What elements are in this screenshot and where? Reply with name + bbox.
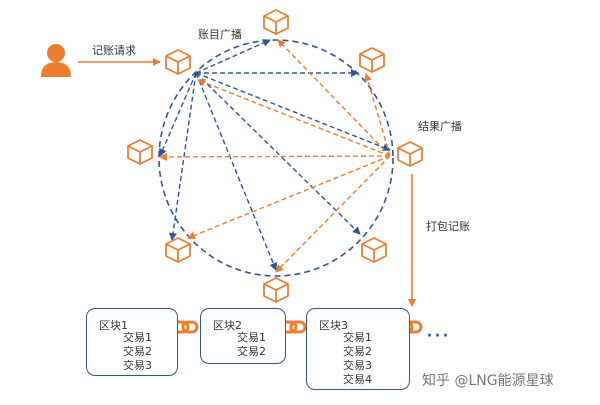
transaction-item: 交易2 xyxy=(123,345,152,358)
node-cube-icon xyxy=(165,237,191,263)
result-broadcast-label: 结果广播 xyxy=(418,120,462,133)
node-cube-icon xyxy=(263,9,289,35)
transaction-item: 交易2 xyxy=(237,345,266,358)
block-title: 区块3 xyxy=(319,319,348,332)
node-cube-icon xyxy=(359,47,385,73)
result-broadcast-arrows xyxy=(159,39,391,273)
transaction-item: 交易1 xyxy=(123,331,152,344)
node-cube-icon xyxy=(165,49,191,75)
block-1: 区块1 交易1 交易2 交易3 xyxy=(86,308,178,376)
transaction-item: 交易3 xyxy=(123,359,152,372)
watermark: 知乎 @LNG能源星球 xyxy=(422,373,554,389)
block-title: 区块1 xyxy=(99,319,128,332)
transaction-item: 交易2 xyxy=(343,345,372,358)
node-cube-icon xyxy=(263,277,289,303)
transaction-item: 交易1 xyxy=(237,331,266,344)
ledger-broadcast-label: 账目广播 xyxy=(198,28,242,41)
ledger-broadcast-arrows xyxy=(159,39,391,271)
record-request-label: 记账请求 xyxy=(92,44,136,57)
transaction-item: 交易4 xyxy=(343,373,372,386)
block-3: 区块3 交易1 交易2 交易3 交易4 xyxy=(306,308,410,390)
network-circle xyxy=(158,39,394,277)
transaction-item: 交易3 xyxy=(343,359,372,372)
user-icon xyxy=(41,44,71,77)
transaction-item: 交易1 xyxy=(343,331,372,344)
pack-record-label: 打包记账 xyxy=(426,220,470,233)
block-title: 区块2 xyxy=(213,319,242,332)
node-cube-icon xyxy=(127,139,153,165)
block-2: 区块2 交易1 交易2 xyxy=(200,308,286,364)
node-cube-icon xyxy=(361,237,387,263)
node-cube-icon xyxy=(397,141,423,167)
more-blocks-ellipsis: ··· xyxy=(426,324,450,349)
